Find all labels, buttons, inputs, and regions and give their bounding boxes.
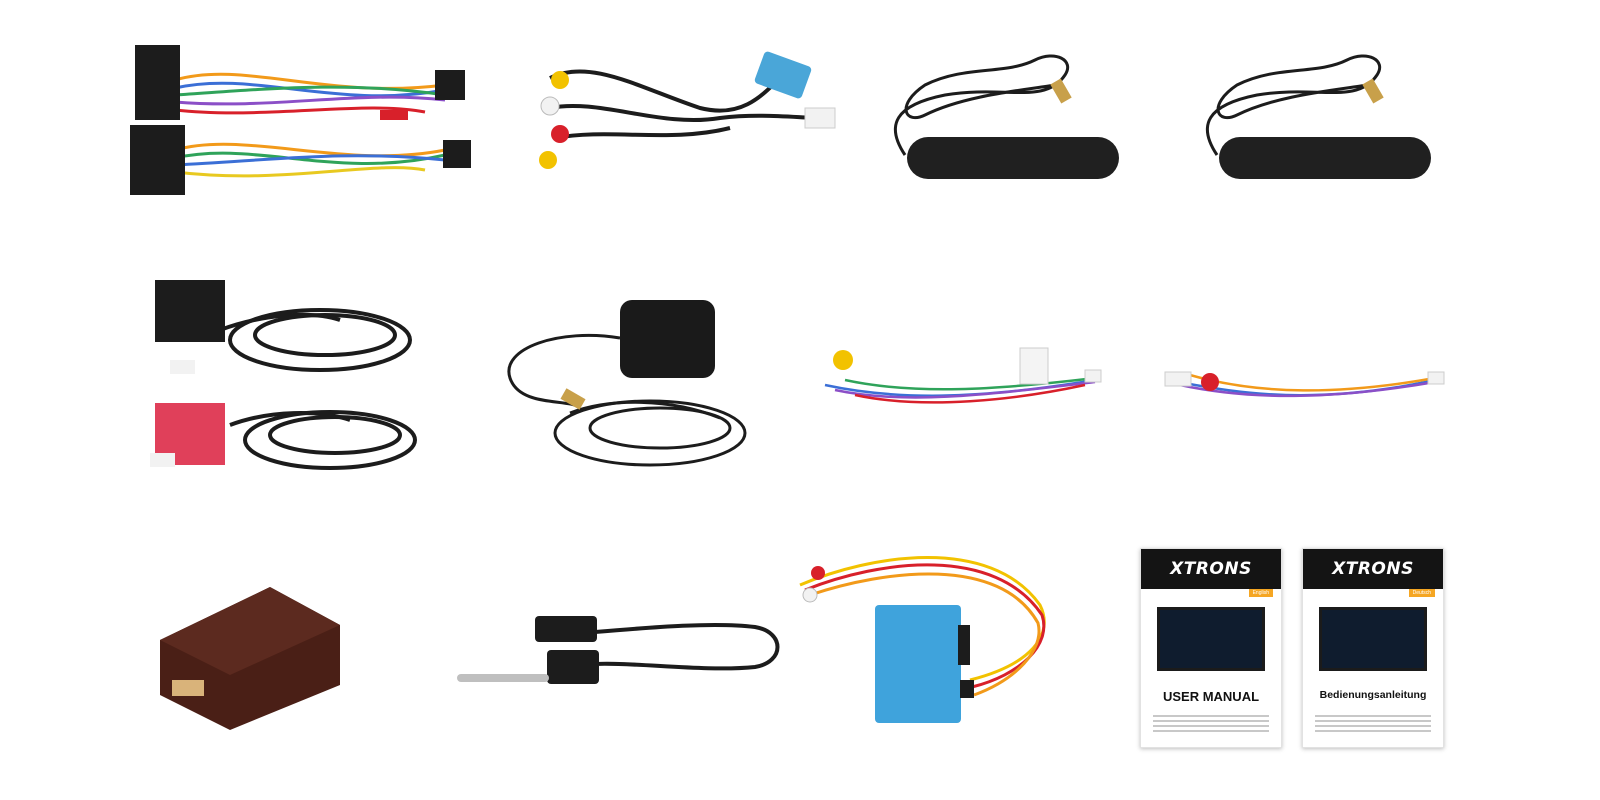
manual-body-text bbox=[1153, 715, 1269, 735]
manual-language-tag: Deutsch bbox=[1408, 589, 1435, 597]
manual-cover-screen bbox=[1157, 607, 1265, 671]
usb-cables bbox=[140, 275, 420, 485]
radio-antenna-adapter bbox=[455, 612, 785, 697]
rca-video-harness bbox=[520, 48, 840, 178]
manual-header bbox=[1303, 549, 1443, 589]
small-harness-2 bbox=[1160, 360, 1445, 420]
manual-title: USER MANUAL bbox=[1162, 689, 1260, 704]
manual-cover-screen bbox=[1319, 607, 1427, 671]
manual-language-tag: English bbox=[1248, 589, 1273, 597]
manual-header bbox=[1141, 549, 1281, 589]
user-manual-german: XTRONS Deutsch Bedienungsanleitung bbox=[1302, 548, 1444, 748]
manual-brand-logo: XTRONS bbox=[1170, 559, 1252, 579]
amplifier-box bbox=[790, 545, 1060, 730]
antenna-1 bbox=[885, 45, 1125, 185]
wiring-harness bbox=[125, 40, 475, 200]
manual-title: Bedienungsanleitung bbox=[1319, 689, 1427, 701]
gps-antenna bbox=[500, 298, 750, 478]
user-manual-english: XTRONS English USER MANUAL bbox=[1140, 548, 1282, 748]
manual-brand-logo: XTRONS bbox=[1332, 559, 1414, 579]
small-harness-1 bbox=[815, 340, 1105, 420]
antenna-2 bbox=[1197, 45, 1437, 185]
decoder-box bbox=[150, 585, 345, 735]
manual-body-text bbox=[1315, 715, 1431, 735]
